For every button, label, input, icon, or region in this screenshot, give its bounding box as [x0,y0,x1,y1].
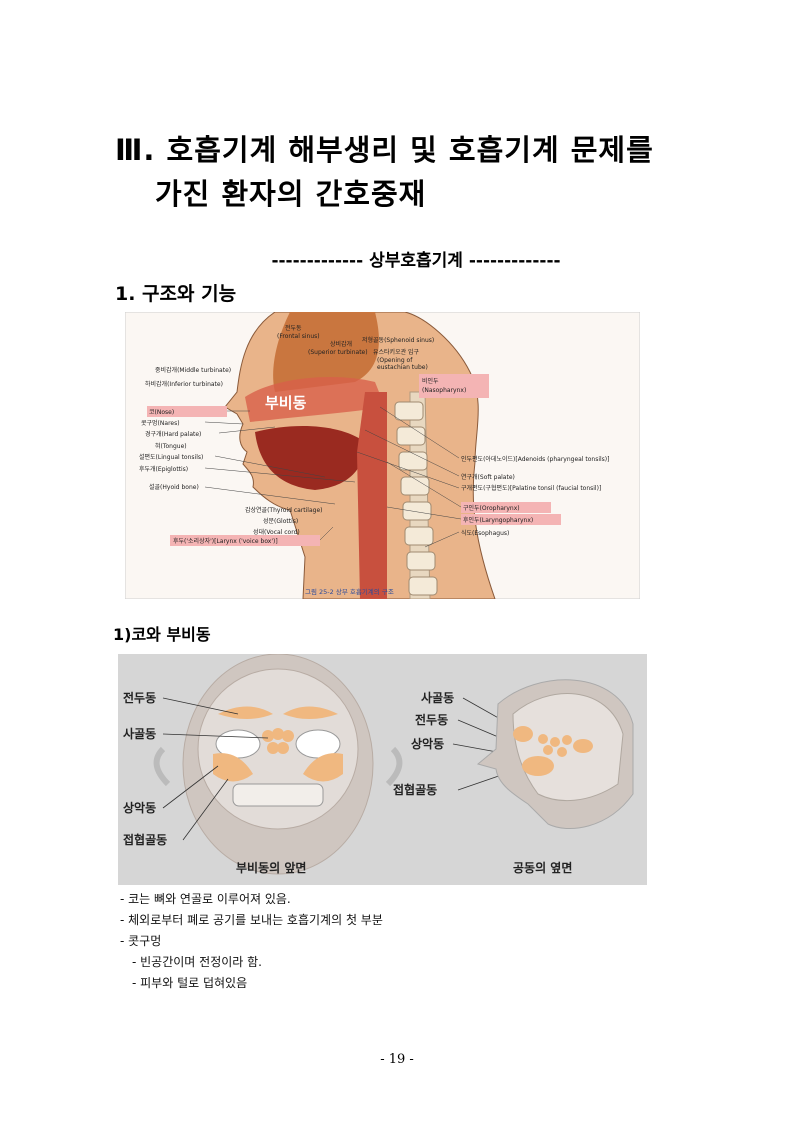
label-middle-turbinate: 중비갑개(Middle turbinate) [155,366,231,374]
label-vocal-cord: 성대(Vocal cord) [253,528,300,536]
label-hyoid: 설골(Hyoid bone) [149,483,199,491]
list-item: - 코는 뼈와 연골로 이루어져 있음. [120,892,291,906]
left-label-sphenoid: 접협골동 [123,832,167,847]
label-laryngopharynx: 후인두(Laryngopharynx) [463,516,533,524]
figure1-caption: 그림 25-2 상부 호흡기계의 구조 [305,587,394,596]
label-esophagus: 식도(Esophagus) [461,529,509,537]
page-number: - 19 - [380,1052,414,1067]
label-tongue: 혀(Tongue) [155,442,187,450]
right-label-maxillary: 상악동 [411,736,444,751]
label-nose: 코(Nose) [149,409,174,416]
nose-notes-list: - 코는 뼈와 연골로 이루어져 있음. - 체외로부터 폐로 공기를 보내는 … [120,889,383,994]
right-label-frontal: 전두동 [415,712,448,727]
label-nasopharynx: 비인두 [422,377,439,385]
label-oropharynx: 구인두(Oropharynx) [463,505,520,512]
right-label-ethmoid: 사골동 [421,690,454,705]
paranasal-sinus-figure: 전두동 사골동 상악동 접협골동 부비동의 앞면 사골동 전두동 상악동 접협골… [118,654,647,885]
right-caption: 공동의 옆면 [513,860,572,875]
sinus-big-label: 부비동 [265,394,307,412]
label-sphenoid: 저형골동(Sphenoid sinus) [362,336,434,344]
label-larynx: 후두('소리상자')[Larynx ('voice box')] [173,537,278,545]
label-epiglottis: 후두개(Epiglottis) [139,465,188,473]
svg-text:eustachian tube): eustachian tube) [377,364,428,371]
title-line-1: Ⅲ. 호흡기계 해부생리 및 호흡기계 문제를 [115,133,654,167]
svg-text:(Nasopharynx): (Nasopharynx) [422,387,466,394]
left-label-frontal: 전두동 [123,690,156,705]
right-label-sphenoid: 접협골동 [393,782,437,797]
title-line-2: 가진 환자의 간호중재 [155,177,427,211]
svg-text:(Superior turbinate): (Superior turbinate) [308,349,368,356]
upper-respiratory-figure: 부비동 전두동 (Frontal sinus) 상비갑개 (Superior t… [125,312,640,599]
list-item: - 콧구멍 [120,934,162,948]
left-label-ethmoid: 사골동 [123,726,156,741]
heading-structure-function: 1. 구조와 기능 [115,283,237,305]
label-frontal-sinus: 전두동 [285,324,302,332]
list-item: - 체외로부터 폐로 공기를 보내는 호흡기계의 첫 부분 [120,913,383,927]
label-inferior-turbinate: 하비갑개(Inferior turbinate) [145,380,223,388]
left-caption: 부비동의 앞면 [236,860,306,875]
heading-nose-sinus: 1)코와 부비동 [113,625,211,644]
svg-text:(Opening of: (Opening of [377,357,413,364]
label-hard-palate: 경구개(Hard palate) [145,430,201,438]
label-nares: 콧구멍(Nares) [141,419,180,427]
section-divider: ------------- 상부호흡기계 ------------- [271,251,561,271]
left-label-maxillary: 상악동 [123,800,156,815]
list-item: - 빈공간이며 전정이라 함. [132,955,262,969]
label-lingual-tonsils: 설편도(Lingual tonsils) [139,453,203,461]
label-adenoids: 인두편도(아데노이드)[Adenoids (pharyngeal tonsils… [461,455,609,463]
label-superior-turbinate: 상비갑개 [330,340,352,348]
label-palatine-tonsil: 구개편도(구협편도)[Palatine tonsil (faucial tons… [461,484,601,492]
svg-text:(Frontal sinus): (Frontal sinus) [277,333,320,340]
document-title: Ⅲ. 호흡기계 해부생리 및 호흡기계 문제를 가진 환자의 간호중재 [115,128,654,216]
list-item: - 피부와 털로 덥혀있음 [132,976,248,990]
label-soft-palate: 연구개(Soft palate) [461,473,515,481]
label-eustachian: 유스타키오관 입구 [373,348,420,356]
label-glottis: 성문(Glottis) [263,517,298,525]
label-thyroid-cartilage: 갑상연골(Thyroid cartilage) [245,506,322,514]
